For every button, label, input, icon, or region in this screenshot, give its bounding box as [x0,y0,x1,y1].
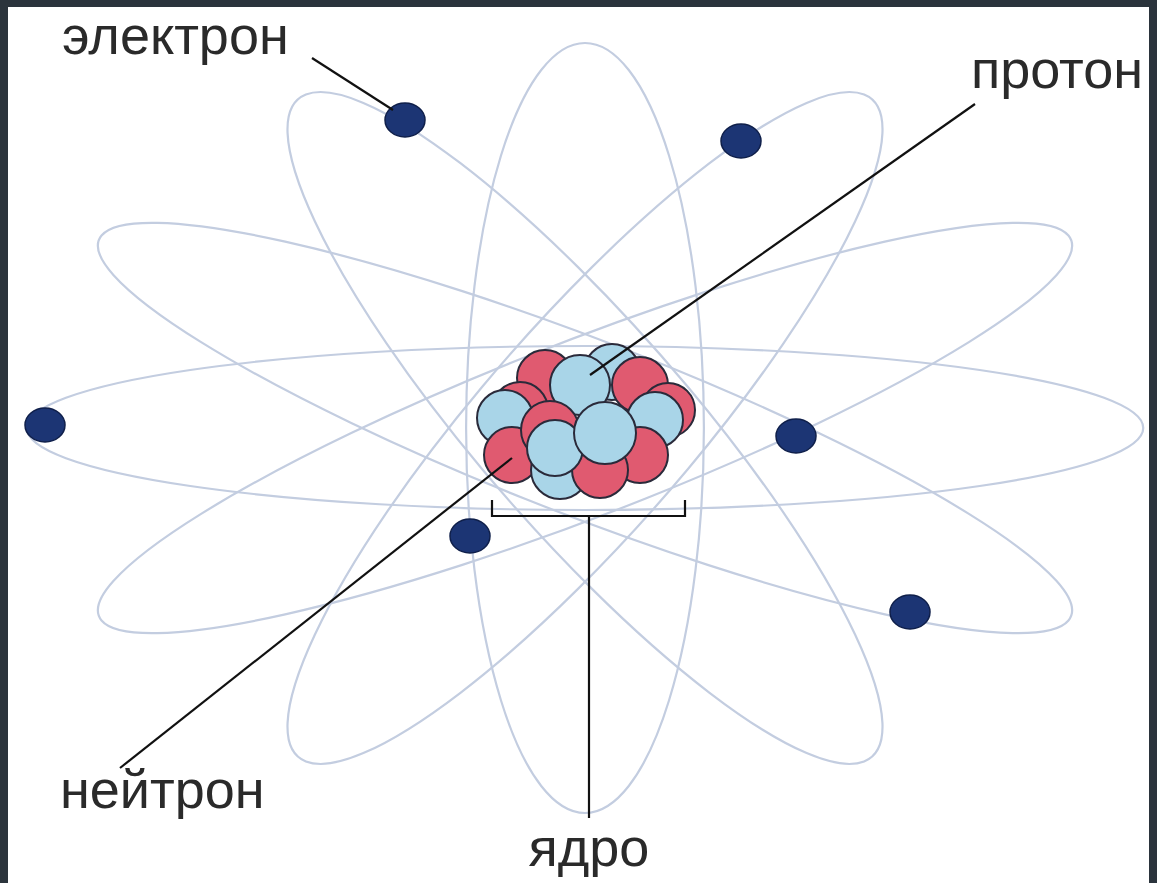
part-label: нейтрон [60,760,265,819]
proton-ball [574,402,636,464]
orbit [203,54,967,803]
nucleus [477,344,695,499]
orbit [27,346,1144,510]
electron-dot [25,408,65,442]
part-label: протон [971,40,1143,99]
leader-line [120,458,512,768]
leader-lines [120,58,975,818]
leader-line [312,58,393,110]
part-label: ядро [529,818,650,877]
part-label: электрон [62,6,289,65]
electron-dot [721,124,761,158]
leader-line [588,516,590,818]
orbits [27,43,1144,813]
nucleus-bracket [492,500,685,516]
orbit [42,164,1128,691]
electron-dot [890,595,930,629]
electron-dot [450,519,490,553]
electron-dot [776,419,816,453]
leader-line [590,104,975,375]
electrons [25,103,930,629]
orbit [203,54,967,803]
orbit [42,164,1128,691]
orbit [466,43,704,813]
